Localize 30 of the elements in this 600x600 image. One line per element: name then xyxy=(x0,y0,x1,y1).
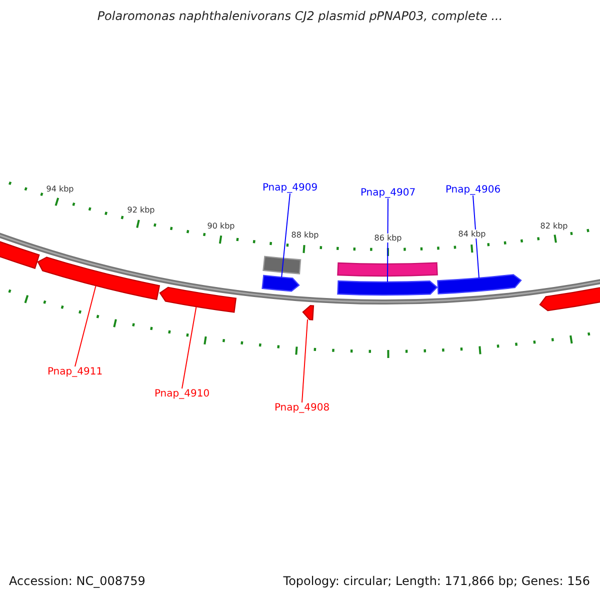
leader-line xyxy=(74,285,96,367)
gene-block xyxy=(337,280,438,296)
gene-label: Pnap_4908 xyxy=(274,402,330,414)
gene-block xyxy=(262,256,302,274)
scale-label: 84 kbp xyxy=(457,230,487,238)
gene-block xyxy=(262,274,300,292)
gene-label: Pnap_4909 xyxy=(262,182,318,194)
gene-label: Pnap_4906 xyxy=(445,184,501,196)
scale-label: 86 kbp xyxy=(373,234,403,242)
gene-block xyxy=(159,286,236,313)
scale-label: 90 kbp xyxy=(206,222,236,230)
scale-label: 94 kbp xyxy=(45,184,75,194)
summary-text: Topology: circular; Length: 171,866 bp; Genes: 156 xyxy=(283,574,590,588)
gene-block xyxy=(437,274,522,294)
gene-label: Pnap_4907 xyxy=(360,188,416,198)
leader-line xyxy=(182,306,197,389)
leader-line xyxy=(281,193,290,278)
leader-line xyxy=(387,198,388,282)
gene-block xyxy=(302,304,314,320)
scale-label: 88 kbp xyxy=(290,230,320,240)
scale-label: 92 kbp xyxy=(126,206,156,214)
title: Polaromonas naphthalenivorans CJ2 plasmid pPNAP03, complete ... xyxy=(96,9,504,23)
scale-label: 82 kbp xyxy=(539,222,569,230)
leader-line xyxy=(472,195,480,279)
leader-line xyxy=(302,318,308,403)
gene-label: Pnap_4911 xyxy=(47,366,103,378)
gene-block xyxy=(37,256,160,300)
gene-block xyxy=(337,262,438,277)
accession-text: Accession: NC_008759 xyxy=(9,574,146,588)
gene-label: Pnap_4910 xyxy=(154,388,210,400)
